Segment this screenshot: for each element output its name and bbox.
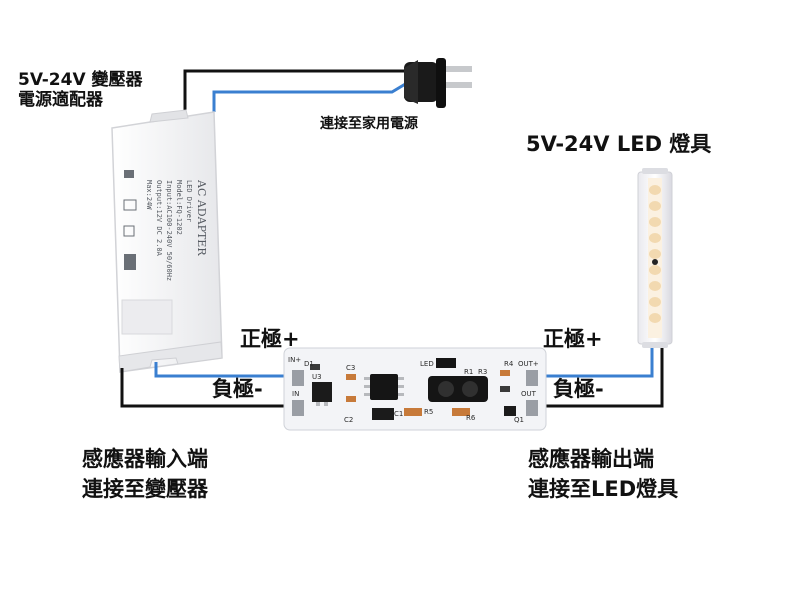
output-positive-label: 正極+ [543,327,603,351]
output-wire-blue [536,340,654,378]
pcb-label-c1: C1 [394,410,403,418]
input-positive-label: 正極+ [240,327,300,351]
pcb-label-in-plus: IN+ [288,356,301,364]
adapter-case-text-2: LED Driver [185,180,193,222]
pcb-label-r3: R3 [478,368,487,376]
pcb-label-d1: D1 [304,360,314,368]
adapter-case-text-5: Output:12V DC 2.0A [155,180,163,257]
input-negative-label: 負極- [212,377,263,401]
input-wire-blue [154,362,296,378]
led-lamp [637,168,673,348]
input-caption: 感應器輸入端 連接至變壓器 [82,444,208,505]
pcb-label-out-plus: OUT+ [518,360,539,368]
adapter-case-text-1: AC ADAPTER [195,179,208,256]
adapter-title-line1: 5V-24V 變壓器 [18,70,143,90]
pcb-label-c2: C2 [344,416,353,424]
adapter-case-text-3: Model:FQ-1202 [175,180,183,235]
adapter-case-text-4: Input:AC100-240V 50/60Hz [165,180,173,281]
pcb-label-led: LED [420,360,434,368]
pcb-label-out: OUT [521,390,537,398]
certification-marks-icon [123,170,137,270]
adapter-title-line2: 電源適配器 [18,90,103,111]
input-caption-line2: 連接至變壓器 [82,477,208,502]
pcb-label-r6: R6 [466,414,476,422]
pcb-label-r4: R4 [504,360,514,368]
adapter-case-text-6: Max:24W [145,180,153,210]
pcb-label-r1: R1 [464,368,473,376]
lamp-label: 5V-24V LED 燈具 [526,132,712,156]
output-caption-line1: 感應器輸出端 [528,447,654,471]
adapter-title: 5V-24V 變壓器 電源適配器 [18,70,143,111]
output-wire-black [536,340,664,408]
pcb-label-r5: R5 [424,408,433,416]
power-plug-icon [404,58,472,108]
pcb-label-u3: U3 [312,373,322,381]
mains-wire-blue [212,78,413,112]
pcb-label-q1: Q1 [514,416,524,424]
mains-wire-black [183,69,412,112]
input-wire-black [120,368,296,408]
sensor-pcb: IN+ IN OUT+ OUT LED D1 U3 C1 C2 C3 R1 R3… [283,347,547,431]
pcb-label-c3: C3 [346,364,355,372]
mains-label: 連接至家用電源 [320,116,418,132]
power-adapter: AC ADAPTER LED Driver Model:FQ-1202 Inpu… [111,109,223,373]
output-caption-line2: 連接至LED燈具 [528,477,679,502]
output-caption: 感應器輸出端 連接至LED燈具 [528,444,678,505]
output-negative-label: 負極- [553,377,604,401]
input-caption-line1: 感應器輸入端 [82,447,208,471]
pcb-label-in: IN [292,390,299,398]
